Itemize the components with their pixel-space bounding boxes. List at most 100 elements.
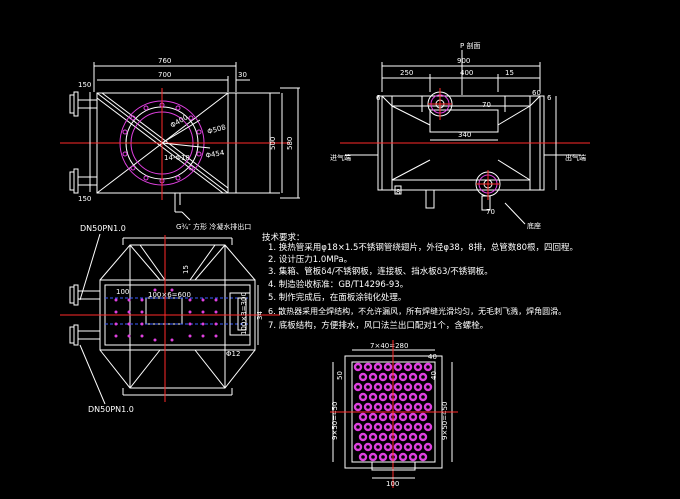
tube-bore: [371, 375, 375, 379]
side-dim-center: 400: [460, 69, 473, 77]
tube-bore: [406, 405, 410, 409]
tube-bore: [411, 415, 415, 419]
tech-notes: 技术要求： 1. 换热管采用φ18×1.5不锈钢管绕翅片，外径φ38，8排，总管…: [262, 232, 578, 331]
dim-flange-top: 150: [78, 81, 91, 89]
side-dim-right-small: 60: [532, 89, 541, 97]
tech-notes-title: 技术要求：: [262, 232, 305, 243]
tube-bore: [386, 405, 390, 409]
tube-bore: [401, 435, 405, 439]
tube-bore: [381, 375, 385, 379]
tube-bore: [406, 365, 410, 369]
tube-bore: [421, 435, 425, 439]
tube-bore: [371, 455, 375, 459]
tube-bore: [356, 445, 360, 449]
tube-bore: [376, 365, 380, 369]
tube-bore: [406, 385, 410, 389]
tube-dim-small-left: 50: [336, 371, 344, 380]
tube-bore: [386, 425, 390, 429]
tube-bore: [416, 405, 420, 409]
tube-bore: [366, 425, 370, 429]
plan-dim-grid: 100×6=600: [148, 291, 191, 299]
tech-note-1: 1. 换热管采用φ18×1.5不锈钢管绕翅片，外径φ38，8排，总管数80根，四…: [268, 242, 578, 253]
tube-bore: [406, 425, 410, 429]
tube-bore: [386, 365, 390, 369]
side-dim-right-small2: 6: [547, 94, 552, 102]
p-label: P 剖面: [460, 41, 480, 50]
tube-bore: [386, 385, 390, 389]
tech-note-5: 5. 制作完成后，在面板涂钝化处理。: [268, 292, 406, 303]
side-dim-right: 15: [505, 69, 514, 77]
side-dim-mid: 340: [458, 131, 471, 139]
side-dim-left: 250: [400, 69, 413, 77]
tube-dim-right: 9×50=450: [441, 402, 449, 440]
tube-bore: [416, 385, 420, 389]
side-dim-top-right: 70: [482, 101, 491, 109]
tube-bore: [426, 365, 430, 369]
tube-bore: [411, 375, 415, 379]
tube-dim-small-right: 40: [430, 371, 438, 380]
tech-note-3: 3. 集箱、管板δ4/不锈钢板，连接板、挡水板δ3/不锈钢板。: [268, 266, 493, 277]
tube-bore: [366, 385, 370, 389]
base-label: 底座: [527, 221, 541, 230]
outlet-label: 出气端: [565, 153, 586, 162]
tube-bore: [421, 455, 425, 459]
tube-bore: [421, 375, 425, 379]
tube-bore: [411, 455, 415, 459]
inlet-label: 进气端: [330, 153, 351, 162]
plan-dim-vert: 100×3=300: [240, 292, 248, 335]
tube-bore: [421, 415, 425, 419]
dim-flange-bottom: 150: [78, 195, 91, 203]
plan-view: DN50PN1.0 DN50PN1.0: [60, 224, 280, 414]
tube-bore: [401, 455, 405, 459]
drain-label: G¾″ 方形 冷凝水排出口: [176, 222, 251, 231]
plan-pipes: [69, 284, 100, 346]
tube-bore: [411, 435, 415, 439]
dim-inner: 700: [158, 71, 171, 79]
tube-bore: [416, 425, 420, 429]
dim-overall: 760: [158, 57, 171, 65]
tube-bore: [356, 365, 360, 369]
tube-dim-small-top: 40: [428, 353, 437, 361]
tube-bore: [396, 425, 400, 429]
holes-label: 14-Φ18: [164, 154, 190, 162]
tube-bore: [361, 395, 365, 399]
pipe-bottom-label: DN50PN1.0: [88, 405, 134, 414]
tech-note-2: 2. 设计压力1.0MPa。: [268, 254, 352, 265]
tube-bore: [396, 405, 400, 409]
tube-bore: [361, 455, 365, 459]
tube-bore: [381, 415, 385, 419]
tube-bore: [396, 445, 400, 449]
tube-bore: [371, 415, 375, 419]
circle-d2: Φ508: [206, 123, 226, 136]
tube-bore: [411, 395, 415, 399]
tube-bore: [401, 375, 405, 379]
tube-bore: [371, 435, 375, 439]
tech-note-4: 4. 制造验收标准：GB/T14296-93。: [268, 279, 408, 290]
tube-bore: [376, 425, 380, 429]
plan-dim-15: 15: [182, 265, 190, 274]
dim-height-inner: 500: [269, 137, 277, 150]
plan-dim-100: 100: [116, 288, 129, 296]
plan-holes: [114, 288, 218, 342]
tube-bore: [366, 405, 370, 409]
tube-array: [353, 362, 433, 462]
tube-bore: [381, 435, 385, 439]
tube-bore: [356, 405, 360, 409]
plan-dim-phi12: Φ12: [226, 350, 240, 358]
tube-bore: [361, 435, 365, 439]
tube-bore: [426, 425, 430, 429]
tube-dim-bottom: 100: [386, 480, 399, 488]
tube-bore: [396, 365, 400, 369]
tube-bore: [366, 365, 370, 369]
tube-bore: [426, 445, 430, 449]
plan-dim-34: 34: [256, 311, 264, 320]
tube-bore: [376, 405, 380, 409]
tube-bore: [416, 445, 420, 449]
tube-bore: [376, 445, 380, 449]
side-dim-bot-right: 70: [486, 208, 495, 216]
tech-note-7: 7. 底板结构，方便排水，风口法兰出口配对1个，含螺栓。: [268, 320, 488, 331]
tube-bore: [401, 395, 405, 399]
side-view: 900 250 400 15 P 剖面 340: [330, 41, 590, 230]
tube-bore: [361, 375, 365, 379]
